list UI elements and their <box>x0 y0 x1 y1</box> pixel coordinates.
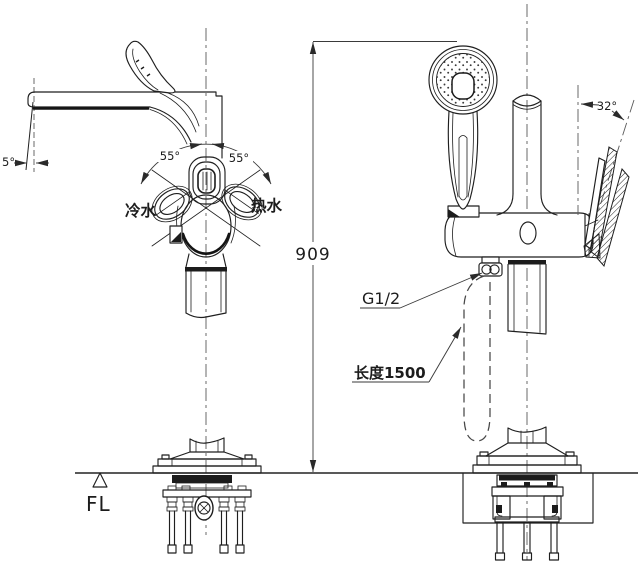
hose-length-label: 长度1500 <box>354 364 426 382</box>
hot-water-label: 热水 <box>251 196 283 215</box>
front-base-flange <box>152 437 262 474</box>
front-column <box>185 253 227 319</box>
anchor-bolts <box>166 496 246 554</box>
front-lever-handle <box>125 40 176 94</box>
diverter-handle <box>577 85 635 268</box>
spout <box>27 91 223 159</box>
floor-level-label: FL <box>86 492 111 516</box>
front-underfloor-assembly <box>162 475 252 554</box>
dimensions: 909 5° 55° 55° 冷水 热水 32° G1/2 长度1500 <box>2 41 625 472</box>
floor-line-group: FL <box>75 472 638 516</box>
hot-water-port <box>221 183 263 221</box>
side-underfloor-assembly <box>462 472 594 561</box>
riser-column <box>496 94 558 216</box>
front-view <box>27 28 263 554</box>
shower-hose <box>463 275 491 442</box>
thread-size-label: G1/2 <box>362 289 400 308</box>
side-view <box>428 4 635 561</box>
front-body <box>169 194 236 258</box>
side-body <box>444 212 594 258</box>
side-lower-column <box>507 260 547 335</box>
height-dimension: 909 <box>295 245 330 265</box>
hot-angle-label: 55° <box>229 151 249 165</box>
cold-angle-label: 55° <box>160 149 180 163</box>
spout-angle-label: 5° <box>2 155 15 169</box>
shower-head <box>428 45 498 115</box>
floor-level-symbol <box>92 472 108 488</box>
handle-angle-label: 32° <box>597 99 617 113</box>
hose-fitting <box>478 256 503 277</box>
cold-water-label: 冷水 <box>125 201 157 220</box>
cold-water-port <box>151 185 193 223</box>
handshower-wand <box>447 107 479 210</box>
anchor-rods <box>494 521 560 561</box>
diverter-port <box>188 156 226 205</box>
